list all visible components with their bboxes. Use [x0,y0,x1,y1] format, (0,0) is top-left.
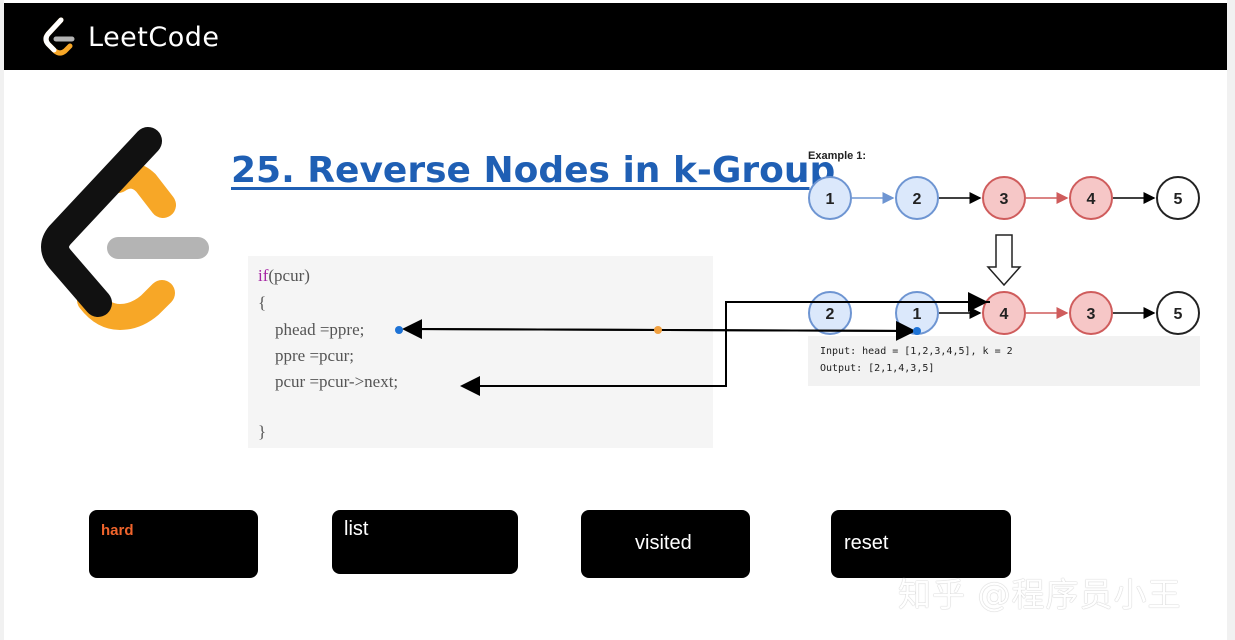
svg-text:3: 3 [1087,306,1096,323]
svg-text:5: 5 [1174,191,1183,208]
node1-handle[interactable] [913,327,921,335]
svg-text:1: 1 [826,191,835,208]
node-bottom-3: 3 [1069,291,1113,335]
node-top-3: 3 [982,176,1026,220]
brand-name: LeetCode [88,21,220,53]
visited-button[interactable]: visited [581,510,750,578]
svg-text:4: 4 [1087,191,1096,208]
svg-text:5: 5 [1174,306,1183,323]
code-line-2: { [258,293,267,312]
node-top-1: 1 [808,176,852,220]
code-line-5: pcur =pcur->next; [258,372,399,391]
svg-text:4: 4 [1000,306,1009,323]
code-line-4: ppre =pcur; [258,346,354,365]
code-block: if(pcur) { phead =ppre; ppre =pcur; pcur… [248,256,713,448]
phead-handle[interactable] [395,326,403,334]
top-bar: LeetCode [4,3,1227,70]
leetcode-large-logo-icon [41,127,209,331]
svg-text:1: 1 [913,306,922,323]
example-input: Input: head = [1,2,3,4,5], k = 2 [820,346,1013,357]
svg-text:3: 3 [1000,191,1009,208]
leetcode-logo-icon [43,17,75,56]
example-io-box: Input: head = [1,2,3,4,5], k = 2 Output:… [808,336,1200,386]
list-button[interactable]: list [332,510,518,574]
node-bottom-4: 4 [982,291,1026,335]
code-line-1: if(pcur) [258,266,310,285]
node-top-4: 4 [1069,176,1113,220]
reset-button[interactable]: reset [831,510,1011,578]
node-top-5: 5 [1156,176,1200,220]
transform-arrow-icon [986,234,1022,287]
code-line-7: } [258,422,267,441]
svg-text:2: 2 [826,306,835,323]
example-output: Output: [2,1,4,3,5] [820,363,935,374]
pcur-arrow [460,301,990,396]
hard-button[interactable]: hard [89,510,258,578]
page-title[interactable]: 25. Reverse Nodes in k-Group [231,150,836,191]
code-line-3: phead =ppre; [258,320,365,339]
node-bottom-5: 5 [1156,291,1200,335]
svg-text:2: 2 [913,191,922,208]
mid-handle[interactable] [654,326,662,334]
node-top-2: 2 [895,176,939,220]
example-label: Example 1: [808,150,867,162]
watermark: 知乎 @程序员小王 [898,575,1182,614]
example-panel: Example 1: 1 2 3 4 5 2 1 4 3 5 Input: he… [808,150,1200,390]
brand[interactable]: LeetCode [42,15,220,59]
